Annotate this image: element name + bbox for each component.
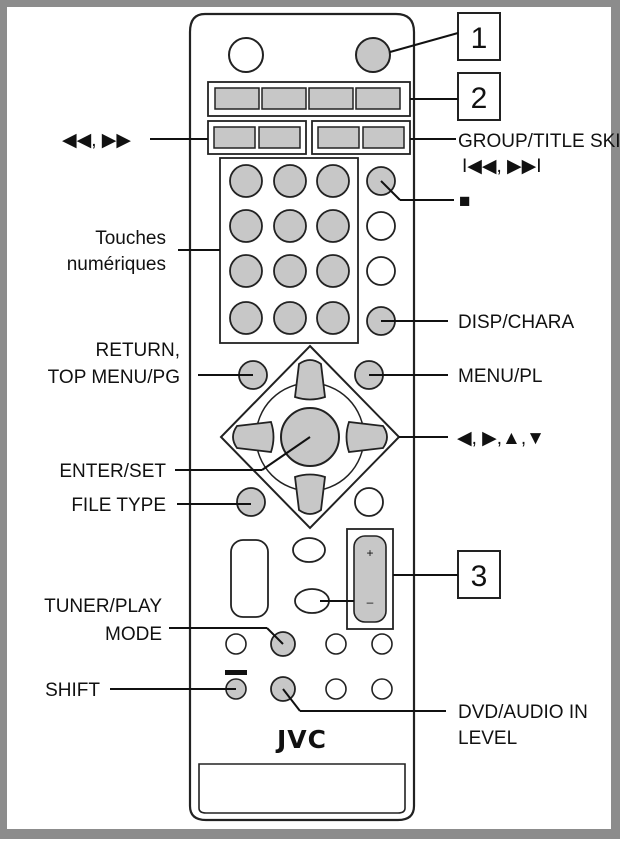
label-shift: SHIFT	[45, 680, 100, 701]
numeric-key[interactable]	[229, 254, 263, 288]
numeric-key[interactable]	[316, 209, 350, 243]
numeric-key[interactable]	[273, 164, 307, 198]
leader-line	[261, 436, 311, 471]
brand-logo: JVC	[275, 725, 327, 754]
label-file-type: FILE TYPE	[71, 495, 166, 516]
numeric-key[interactable]	[229, 209, 263, 243]
callout-box-2	[457, 72, 501, 121]
label-cursor: ◀, ▶,▲,▼	[457, 428, 545, 449]
label-group-title-skip: GROUP/TITLE SKIP	[458, 131, 620, 152]
side-button[interactable]	[366, 211, 396, 241]
callout-number-1: 1	[471, 22, 488, 55]
button-1[interactable]	[355, 37, 391, 73]
label-stop: ■	[459, 191, 470, 212]
leader-line	[389, 32, 459, 53]
small-button[interactable]	[371, 633, 393, 655]
leader-line	[266, 627, 284, 645]
remote-bottom-cap	[198, 763, 406, 814]
small-button[interactable]	[325, 678, 347, 700]
label-tuner-line2: MODE	[105, 624, 162, 645]
color-button-2[interactable]	[261, 87, 307, 110]
numeric-key[interactable]	[316, 254, 350, 288]
cursor-up-button[interactable]	[294, 359, 326, 401]
label-numeric-line1: Touches	[95, 228, 166, 249]
label-return-line1: RETURN,	[96, 340, 180, 361]
label-skip-arrows: I◀◀, ▶▶I	[462, 156, 542, 177]
side-button[interactable]	[354, 487, 384, 517]
label-enter-set: ENTER/SET	[59, 461, 166, 482]
numeric-key[interactable]	[273, 209, 307, 243]
skip-forward-button[interactable]	[362, 126, 405, 149]
label-fwd-rev: ◀◀, ▶▶	[62, 130, 131, 151]
color-button-3[interactable]	[308, 87, 354, 110]
volume-plus-label: +	[366, 546, 373, 560]
file-type-button[interactable]	[236, 487, 266, 517]
mute-button[interactable]	[292, 537, 326, 563]
label-tuner-line1: TUNER/PLAY	[44, 596, 162, 617]
numeric-key[interactable]	[316, 164, 350, 198]
leader-line	[380, 180, 401, 201]
fast-forward-button[interactable]	[258, 126, 301, 149]
label-menu-pl: MENU/PL	[458, 366, 542, 387]
numeric-key[interactable]	[273, 254, 307, 288]
shift-bar-mark	[225, 670, 247, 675]
callout-number-2: 2	[471, 82, 488, 115]
side-button[interactable]	[366, 256, 396, 286]
label-return-line2: TOP MENU/PG	[48, 367, 180, 388]
rewind-button[interactable]	[213, 126, 256, 149]
volume-rocker[interactable]	[353, 535, 387, 623]
label-disp-chara: DISP/CHARA	[458, 312, 574, 333]
numeric-key[interactable]	[316, 301, 350, 335]
leader-lines	[110, 32, 459, 712]
cursor-down-button[interactable]	[294, 473, 326, 515]
cursor-right-button[interactable]	[345, 421, 388, 453]
power-button[interactable]	[228, 37, 264, 73]
callout-number-3: 3	[471, 560, 488, 593]
numeric-key[interactable]	[273, 301, 307, 335]
small-button[interactable]	[225, 633, 247, 655]
callout-box-3	[457, 550, 501, 599]
numeric-key[interactable]	[229, 301, 263, 335]
label-numeric-line2: numériques	[67, 254, 166, 275]
label-dvd-line2: LEVEL	[458, 728, 517, 749]
callout-box-1	[457, 12, 501, 61]
leader-line	[282, 688, 301, 712]
channel-rocker[interactable]	[230, 539, 269, 618]
small-button[interactable]	[325, 633, 347, 655]
skip-back-button[interactable]	[317, 126, 360, 149]
color-button-1[interactable]	[214, 87, 260, 110]
numeric-key[interactable]	[229, 164, 263, 198]
label-dvd-line1: DVD/AUDIO IN	[458, 702, 588, 723]
volume-minus-label: –	[367, 595, 374, 609]
small-button[interactable]	[371, 678, 393, 700]
numeric-keys	[229, 164, 350, 335]
color-button-4[interactable]	[355, 87, 401, 110]
cursor-left-button[interactable]	[232, 421, 275, 453]
